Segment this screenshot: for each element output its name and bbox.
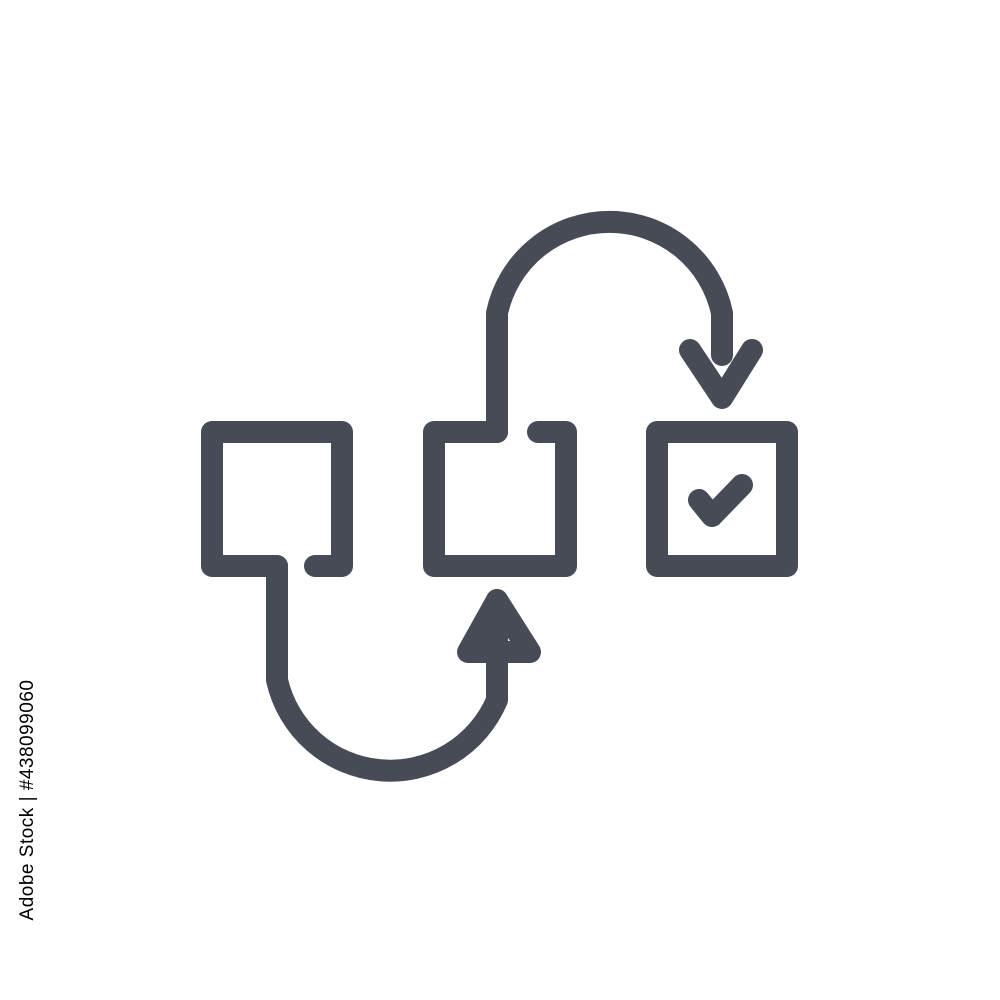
side-id-text: Adobe Stock | #438099060 xyxy=(17,679,38,921)
arrow-box1-to-box2-head xyxy=(457,589,541,663)
arrow-box2-to-box3-head xyxy=(679,339,763,409)
step-box-2 xyxy=(423,421,577,577)
step-box-1 xyxy=(201,421,353,577)
icon-strokes xyxy=(201,210,798,782)
arrow-box2-to-box3 xyxy=(486,210,733,443)
step-box-3-completed xyxy=(646,421,798,577)
arrow-box1-to-box2 xyxy=(266,555,508,782)
checkmark-icon xyxy=(688,474,753,527)
